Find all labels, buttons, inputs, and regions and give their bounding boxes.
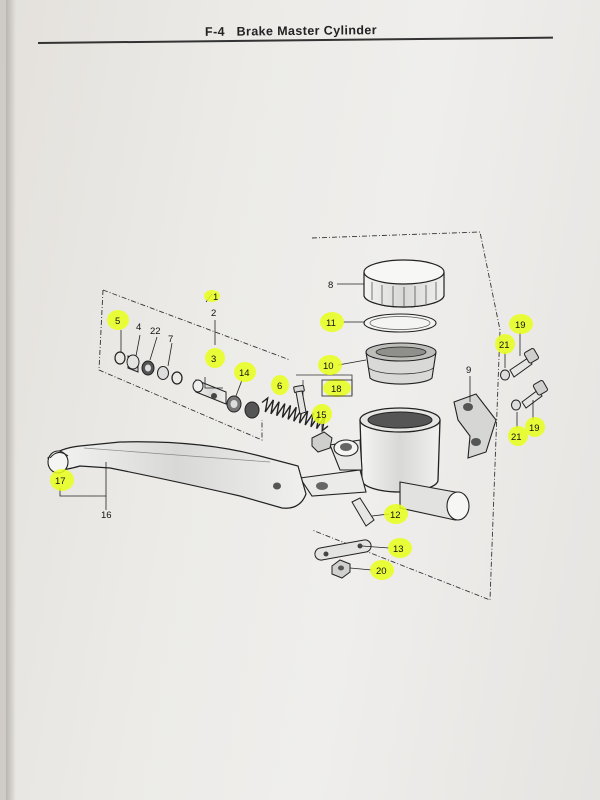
- callout-10: 10: [323, 361, 334, 372]
- callout-11: 11: [326, 318, 336, 329]
- callout-leaders: [59, 283, 534, 571]
- callout-1: 1: [213, 292, 218, 303]
- stop-plate-part: [314, 539, 372, 561]
- brake-lever-part: [47, 441, 307, 509]
- piston-part: [192, 379, 227, 405]
- callout-17: 17: [55, 476, 66, 487]
- diaphragm-part: [365, 342, 437, 385]
- diaphragm-plate-part: [363, 313, 437, 333]
- reservoir-cap-part: [363, 259, 445, 308]
- callout-16: 16: [101, 510, 112, 521]
- highlight-marks: [50, 290, 545, 580]
- callout-13: 13: [393, 544, 404, 555]
- washer-upper: [500, 369, 510, 381]
- callout-21-lower: 21: [511, 432, 522, 443]
- nut-part: [331, 559, 351, 579]
- lever-ball-end-part: [47, 450, 69, 474]
- piston-rings-set: [114, 351, 183, 385]
- callout-20: 20: [376, 566, 387, 577]
- callout-15: 15: [316, 410, 327, 421]
- clamp-bolt-upper: [509, 348, 539, 378]
- binding-shadow: [6, 0, 16, 800]
- callout-18-box: [321, 379, 353, 397]
- callout-12: 12: [390, 510, 401, 521]
- callout-19-lower: 19: [529, 423, 540, 434]
- pivot-bolt-part: [293, 384, 307, 415]
- clamp-part: [453, 393, 497, 459]
- callout-9: 9: [466, 365, 471, 376]
- callout-19-upper: 19: [515, 320, 526, 331]
- pin-part: [351, 497, 375, 527]
- callout-numbers: 1 2 3 4 5 6 7 8 9 10 11 12 13 14 15 16 1…: [55, 280, 540, 577]
- check-valve-part: [311, 431, 333, 453]
- primary-cup-part: [226, 395, 242, 413]
- assembly-bracket-right: [311, 231, 501, 601]
- callout-4: 4: [136, 322, 141, 333]
- washer-lower: [511, 399, 521, 411]
- assembly-bracket-left: [98, 289, 291, 441]
- callout-14: 14: [239, 368, 250, 379]
- callout-3: 3: [211, 354, 216, 365]
- callout-6: 6: [277, 381, 282, 392]
- callout-5: 5: [115, 316, 120, 327]
- callout-18: 18: [331, 384, 342, 395]
- callout-7: 7: [168, 334, 173, 345]
- master-cylinder-body: [299, 407, 470, 521]
- callout-2: 2: [211, 308, 216, 319]
- clamp-bolt-lower: [521, 380, 548, 409]
- callout-8: 8: [328, 280, 333, 291]
- callout-21-upper: 21: [499, 340, 510, 351]
- callout-22: 22: [150, 326, 161, 337]
